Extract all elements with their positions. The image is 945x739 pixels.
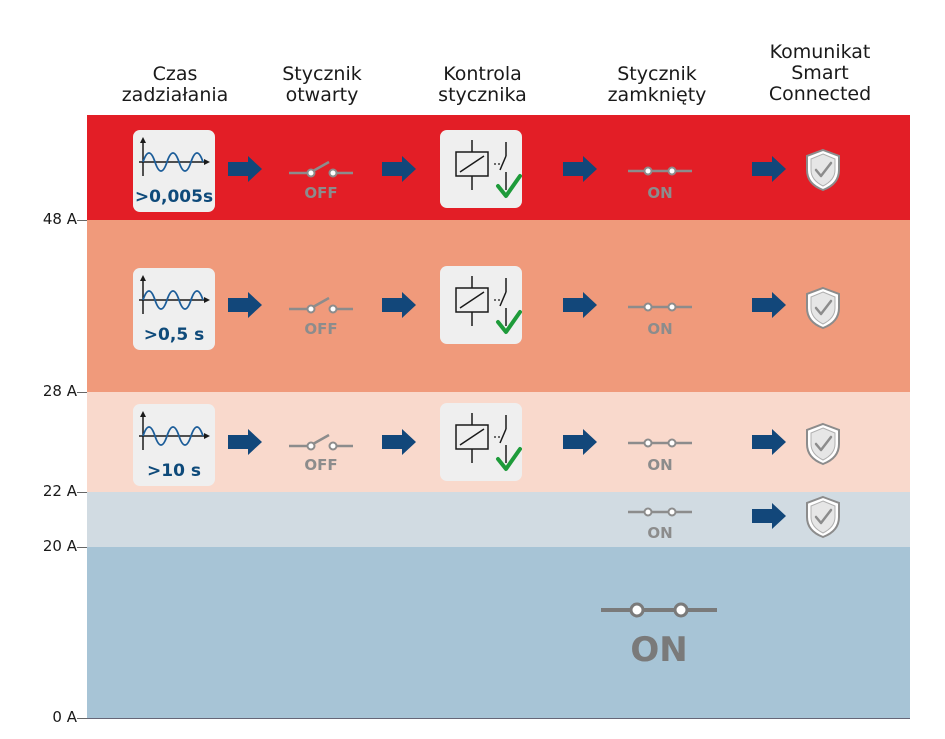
time-label: >0,005s bbox=[134, 187, 214, 207]
on-label: ON bbox=[647, 320, 673, 338]
header-komunikat-smart-connected: Komunikat Smart Connected bbox=[768, 41, 872, 105]
band-0-20a bbox=[87, 547, 910, 719]
relay-icon bbox=[455, 276, 522, 334]
relay-icon bbox=[455, 413, 522, 471]
switch-closed-icon bbox=[628, 507, 692, 517]
off-label: OFF bbox=[304, 456, 338, 474]
band-20-22a bbox=[87, 492, 910, 547]
shield-check-icon bbox=[806, 422, 840, 466]
on-label: ON bbox=[647, 184, 673, 202]
y-label-28a: 28 A bbox=[42, 382, 77, 400]
time-card: >10 s bbox=[133, 404, 215, 486]
tick-28a bbox=[77, 392, 87, 393]
switch-open-icon bbox=[289, 160, 353, 178]
arrow-icon bbox=[563, 429, 597, 455]
arrow-icon bbox=[752, 429, 786, 455]
on-label-large: ON bbox=[630, 630, 688, 670]
header-stycznik-otwarty: Stycznik otwarty bbox=[282, 63, 362, 106]
contactor-check-card bbox=[440, 403, 522, 481]
y-label-48a: 48 A bbox=[42, 210, 77, 228]
off-label: OFF bbox=[304, 320, 338, 338]
relay-icon bbox=[455, 140, 522, 198]
shield-check-icon bbox=[806, 286, 840, 330]
arrow-icon bbox=[382, 156, 416, 182]
shield-check-icon bbox=[806, 148, 840, 192]
arrow-icon bbox=[382, 429, 416, 455]
switch-closed-icon bbox=[628, 166, 692, 176]
off-label: OFF bbox=[304, 184, 338, 202]
time-card: >0,5 s bbox=[133, 268, 215, 350]
y-label-20a: 20 A bbox=[42, 537, 77, 555]
switch-open-icon bbox=[289, 296, 353, 314]
on-label: ON bbox=[647, 456, 673, 474]
contactor-check-card bbox=[440, 266, 522, 344]
arrow-icon bbox=[382, 292, 416, 318]
time-card: >0,005s bbox=[133, 130, 215, 212]
header-stycznik-zamkniety: Stycznik zamknięty bbox=[607, 63, 707, 106]
on-label: ON bbox=[647, 524, 673, 542]
switch-closed-large-icon bbox=[601, 602, 717, 618]
arrow-icon bbox=[228, 156, 262, 182]
switch-closed-icon bbox=[628, 302, 692, 312]
arrow-icon bbox=[228, 292, 262, 318]
sine-wave-icon bbox=[139, 275, 210, 314]
arrow-icon bbox=[563, 156, 597, 182]
tick-0a bbox=[77, 718, 87, 719]
y-label-22a: 22 A bbox=[42, 482, 77, 500]
arrow-icon bbox=[228, 429, 262, 455]
arrow-icon bbox=[752, 503, 786, 529]
header-kontrola-stycznika: Kontrola stycznika bbox=[438, 63, 527, 106]
arrow-icon bbox=[752, 292, 786, 318]
shield-check-icon bbox=[806, 495, 840, 539]
arrow-icon bbox=[752, 156, 786, 182]
y-label-0a: 0 A bbox=[52, 708, 77, 726]
header-czas-zadzialania: Czas zadziałania bbox=[121, 63, 229, 106]
tick-48a bbox=[77, 220, 87, 221]
arrow-icon bbox=[563, 292, 597, 318]
tick-22a bbox=[77, 492, 87, 493]
switch-open-icon bbox=[289, 433, 353, 451]
time-label: >10 s bbox=[147, 461, 201, 481]
tick-20a bbox=[77, 547, 87, 548]
sine-wave-icon bbox=[139, 411, 210, 450]
contactor-check-card bbox=[440, 130, 522, 208]
switch-closed-icon bbox=[628, 438, 692, 448]
sine-wave-icon bbox=[139, 137, 210, 176]
time-label: >0,5 s bbox=[143, 325, 205, 345]
